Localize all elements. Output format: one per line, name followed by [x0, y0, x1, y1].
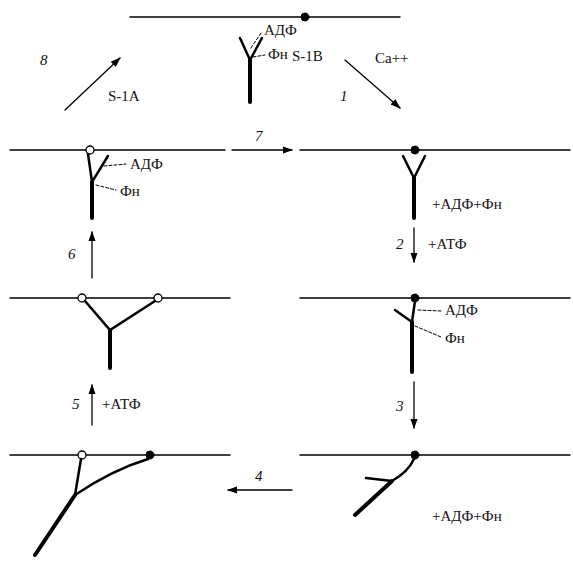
chemical-label: АДФ [130, 156, 163, 173]
step-number: 6 [68, 246, 76, 263]
chemical-label: АДФ [445, 302, 478, 319]
chemical-label: +АТФ [102, 396, 141, 413]
chemical-label: +АДФ+Фн [432, 508, 502, 525]
step-number: 4 [255, 468, 263, 485]
step-number: 5 [72, 396, 80, 413]
step-number: 8 [40, 52, 48, 69]
chemical-label: Фн [445, 330, 465, 347]
chemical-label: S-1B [292, 48, 323, 65]
chemical-label: Фн [268, 46, 288, 63]
step-number: 7 [255, 128, 263, 145]
step-number: 3 [396, 398, 404, 415]
chemical-label: +АДФ+Фн [432, 196, 502, 213]
chemical-label: S-1A [108, 88, 140, 105]
chemical-label: Фн [120, 183, 140, 200]
step-number: 1 [340, 88, 348, 105]
chemical-label: АДФ [264, 22, 297, 39]
chemical-label: Ca++ [375, 50, 409, 67]
chemical-label: +АТФ [428, 236, 467, 253]
step-number: 2 [396, 236, 404, 253]
